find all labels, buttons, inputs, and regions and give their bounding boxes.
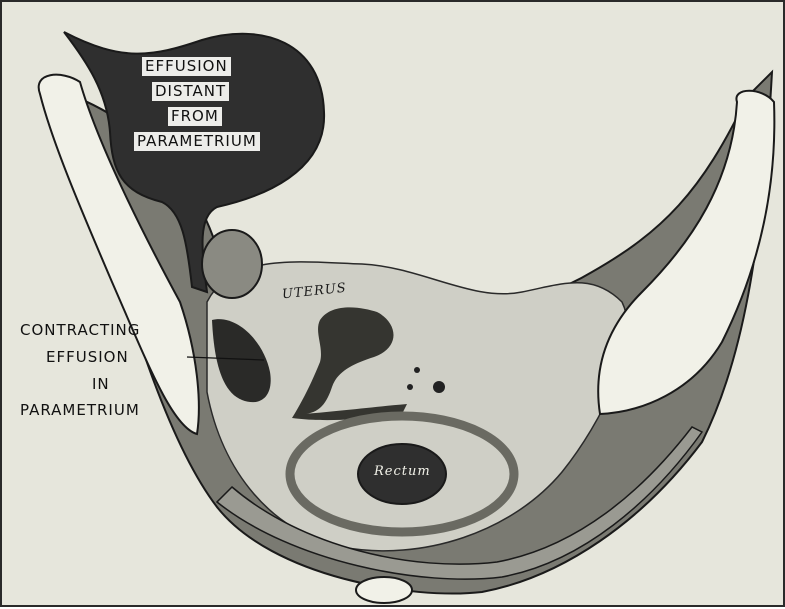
label-parametrium-side: PARAMETRIUM bbox=[20, 400, 140, 420]
uterus-dot-3 bbox=[407, 384, 413, 390]
uterus-dot-2 bbox=[433, 381, 445, 393]
label-effusion: EFFUSION bbox=[142, 57, 231, 76]
label-rectum: Rectum bbox=[374, 464, 431, 479]
label-in: IN bbox=[92, 374, 110, 394]
label-parametrium-top: PARAMETRIUM bbox=[134, 132, 260, 151]
uterus-dot-1 bbox=[414, 367, 420, 373]
label-effusion-2: EFFUSION bbox=[46, 347, 129, 367]
label-contracting: CONTRACTING bbox=[20, 320, 140, 340]
pubic-bone bbox=[356, 577, 412, 603]
ovary-nodule bbox=[202, 230, 262, 298]
label-from: FROM bbox=[168, 107, 222, 126]
label-distant: DISTANT bbox=[152, 82, 229, 101]
